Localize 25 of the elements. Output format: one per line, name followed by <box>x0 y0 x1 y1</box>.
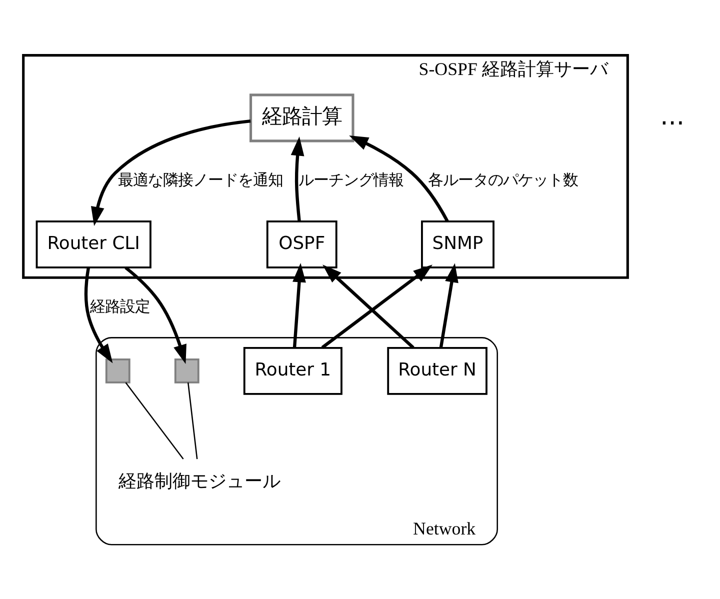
connector <box>187 382 198 459</box>
node-box <box>105 358 130 383</box>
node-box: Router N <box>387 346 488 394</box>
arrow <box>349 135 449 222</box>
arrow <box>321 264 432 348</box>
node-box: SNMP <box>421 220 494 268</box>
node-box: Router 1 <box>243 346 342 394</box>
arrow <box>322 264 414 348</box>
node-box: Router CLI <box>36 220 152 268</box>
node-text: 経路制御モジュール <box>118 470 281 492</box>
arrow <box>290 136 304 221</box>
arrow <box>84 266 113 363</box>
node-box <box>174 358 200 383</box>
node-box: 経路計算 <box>249 93 354 142</box>
label: ... <box>660 100 685 131</box>
edge-label: 経路設定 <box>90 297 150 316</box>
node-box: OSPF <box>266 220 338 268</box>
edge-label: 最適な隣接ノードを通知 <box>118 170 283 189</box>
edge-label: ルーチング情報 <box>298 170 404 189</box>
arrow <box>90 118 251 226</box>
edge-label: 各ルータのパケット数 <box>428 170 578 189</box>
connector <box>125 382 184 459</box>
arrow <box>292 262 306 348</box>
arrow <box>439 262 458 348</box>
arrow <box>124 266 186 364</box>
